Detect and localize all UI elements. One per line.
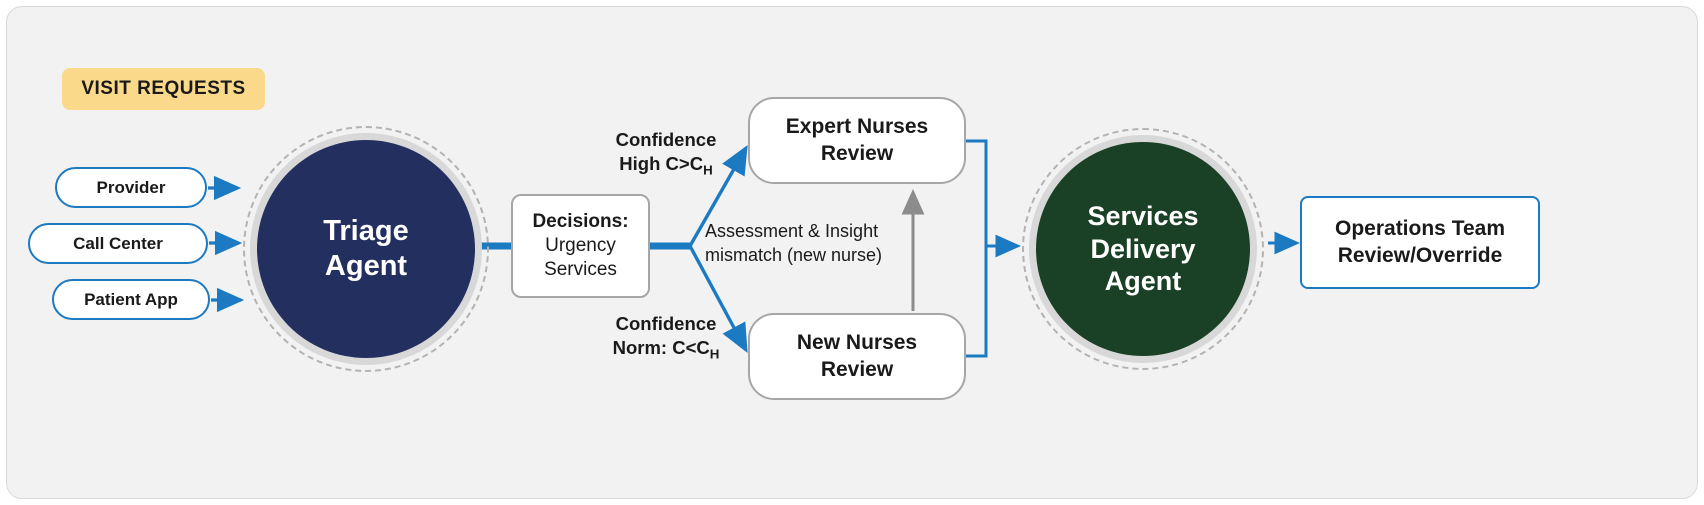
confidence-high-line2: High C>CH xyxy=(596,152,736,179)
new-nurses-line2: Review xyxy=(820,357,894,381)
triage-agent-line1: Triage xyxy=(323,214,409,247)
decisions-heading: Decisions: xyxy=(532,211,629,233)
triage-agent-node[interactable]: Triage Agent xyxy=(257,140,475,358)
expert-nurses-review-box[interactable]: Expert Nurses Review xyxy=(748,97,966,184)
confidence-high-label: Confidence High C>CH xyxy=(596,128,736,179)
operations-team-box[interactable]: Operations Team Review/Override xyxy=(1300,196,1540,289)
mismatch-note-line1: Assessment & Insight xyxy=(705,221,879,241)
source-pill-patient-app[interactable]: Patient App xyxy=(52,279,210,320)
mismatch-note-line2: mismatch (new nurse) xyxy=(705,245,883,266)
delivery-agent-dashed-ring xyxy=(1022,128,1264,370)
expert-nurses-line1: Expert Nurses xyxy=(785,115,929,139)
confidence-high-line1: Confidence xyxy=(615,129,717,150)
triage-agent-dashed-ring xyxy=(243,126,489,372)
confidence-high-expr: High C>C xyxy=(619,153,704,175)
delivery-agent-line3: Agent xyxy=(1104,266,1182,297)
delivery-agent-line2: Delivery xyxy=(1090,233,1196,264)
source-pill-provider[interactable]: Provider xyxy=(55,167,207,208)
decisions-item-services: Services xyxy=(544,258,617,280)
confidence-norm-label: Confidence Norm: C<CH xyxy=(596,312,736,363)
operations-line1: Operations Team xyxy=(1335,217,1505,241)
delivery-agent-line1: Services xyxy=(1087,200,1199,231)
decisions-box[interactable]: Decisions: Urgency Services xyxy=(511,194,650,298)
new-nurses-review-box[interactable]: New Nurses Review xyxy=(748,313,966,400)
decisions-item-urgency: Urgency xyxy=(545,235,616,257)
confidence-norm-line2: Norm: C<CH xyxy=(596,336,736,363)
operations-line2: Review/Override xyxy=(1337,243,1503,267)
expert-nurses-line2: Review xyxy=(820,141,894,165)
confidence-norm-expr: Norm: C<C xyxy=(612,337,710,359)
confidence-high-subscript: H xyxy=(703,162,713,178)
mismatch-note: Assessment & Insight mismatch (new nurse… xyxy=(705,219,910,268)
services-delivery-agent-node[interactable]: Services Delivery Agent xyxy=(1036,142,1250,356)
triage-agent-line2: Agent xyxy=(324,250,408,282)
visit-requests-tag: VISIT REQUESTS xyxy=(62,68,265,110)
confidence-norm-line1: Confidence xyxy=(615,313,717,334)
new-nurses-line1: New Nurses xyxy=(796,331,918,355)
confidence-norm-subscript: H xyxy=(709,346,720,362)
source-pill-call-center[interactable]: Call Center xyxy=(28,223,208,264)
